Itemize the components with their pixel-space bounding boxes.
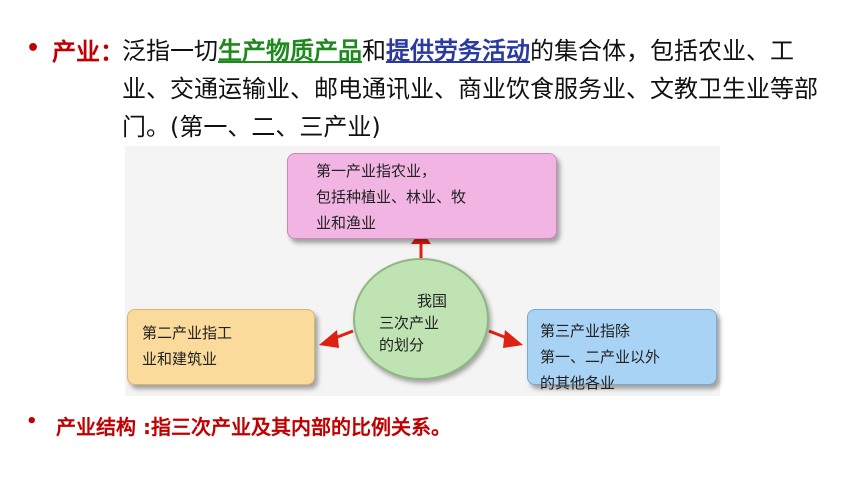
secondary-industry-box: 第二产业指工 业和建筑业 [127, 309, 315, 385]
primary-line-3: 业和渔业 [316, 214, 377, 232]
definition-rest: 的集合体，包括农业、工业、交通运输业、邮电通讯业、商业饮食服务业、文教卫生业等部… [122, 37, 818, 141]
center-circle: 我国 三次产业 的划分 [353, 258, 489, 380]
arrow-right-head [503, 330, 523, 348]
tertiary-line-1: 第三产业指除 [540, 322, 631, 340]
center-line-1: 我国 [417, 292, 448, 310]
tertiary-line-2: 第一、二产业以外 [540, 348, 661, 366]
term-label: 产业： [52, 38, 124, 66]
arrow-left-line [334, 329, 354, 340]
definition-text: 泛指一切生产物质产品和提供劳务活动的集合体，包括农业、工业、交通运输业、邮电通讯… [122, 32, 834, 146]
industry-structure-definition: 产业结构 :指三次产业及其内部的比例关系。 [56, 415, 451, 439]
center-line-3: 的划分 [379, 336, 425, 354]
tertiary-industry-box: 第三产业指除 第一、二产业以外 的其他各业 [527, 309, 717, 392]
secondary-line-1: 第二产业指工 [142, 324, 233, 342]
arrow-left-head [319, 330, 339, 348]
industry-classification-diagram: 第一产业指农业， 包括种植业、林业、牧 业和渔业 第二产业指工 业和建筑业 第三… [125, 146, 720, 396]
center-line-2: 三次产业 [379, 314, 440, 332]
tertiary-line-3: 的其他各业 [540, 374, 616, 392]
highlight-service-activities: 提供劳务活动 [386, 37, 530, 65]
primary-industry-box: 第一产业指农业， 包括种植业、林业、牧 业和渔业 [287, 153, 557, 239]
arrow-right-line [488, 329, 508, 340]
definition-connector: 和 [362, 37, 386, 65]
definition-intro: 泛指一切 [122, 37, 218, 65]
secondary-line-2: 业和建筑业 [142, 350, 218, 368]
bullet-dot-2: • [26, 411, 38, 432]
bullet-dot: • [26, 36, 41, 61]
primary-line-1: 第一产业指农业， [316, 162, 437, 180]
highlight-material-products: 生产物质产品 [218, 37, 362, 65]
primary-line-2: 包括种植业、林业、牧 [316, 188, 467, 206]
